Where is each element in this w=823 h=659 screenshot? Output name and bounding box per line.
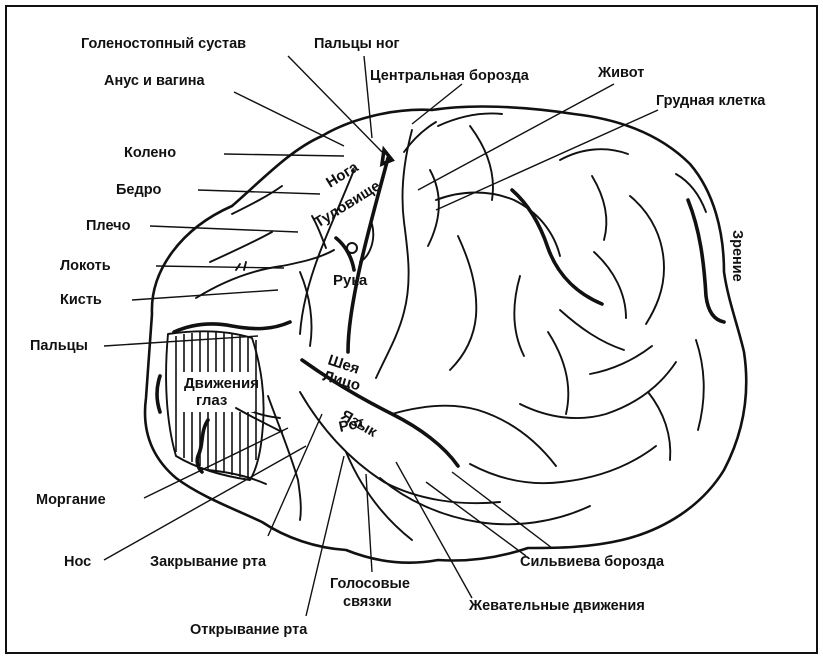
frontal-fold: [236, 262, 246, 270]
leader-fingers: [104, 336, 258, 346]
parietal-fold: [438, 114, 502, 127]
leader-elbow: [156, 266, 284, 268]
parietal-fold: [548, 332, 568, 414]
label-toes: Пальцы ног: [314, 36, 400, 52]
parietal-fold: [560, 149, 628, 160]
label-elbow: Локоть: [60, 258, 111, 274]
gyrus-knot: [347, 243, 357, 253]
frontal-sulcus: [174, 322, 290, 332]
label-mouth-closing: Закрывание рта: [150, 554, 267, 570]
leader-shoulder: [150, 226, 298, 232]
label-central-sulcus: Центральная борозда: [370, 68, 530, 84]
parietal-fold: [450, 236, 476, 370]
label-shoulder: Плечо: [86, 218, 131, 234]
sylvian-branch: [392, 406, 556, 466]
parietal-fold: [514, 276, 524, 356]
parietal-fold: [592, 176, 606, 240]
occipital-fold: [696, 340, 704, 430]
leader-chest: [436, 110, 658, 210]
label-abdomen: Живот: [597, 65, 644, 81]
region-leg: Нога: [323, 158, 362, 191]
eye-sulcus: [157, 376, 160, 412]
label-ankle: Голеностопный сустав: [81, 36, 246, 52]
label-hip: Бедро: [116, 182, 162, 198]
parietal-fold: [594, 252, 626, 318]
temporal-fold: [346, 452, 412, 540]
parietal-fold: [376, 130, 412, 378]
leader-sylvian: [426, 482, 526, 556]
label-vocal-cords-line1: Голосовые: [330, 576, 410, 592]
leader-mouth-opening: [306, 456, 344, 616]
temporal-fold: [520, 362, 676, 418]
region-arm: Рука: [333, 272, 368, 289]
label-wrist: Кисть: [60, 292, 102, 308]
frontal-fold: [210, 232, 272, 262]
parietal-fold: [630, 196, 664, 324]
label-blinking: Моргание: [36, 492, 106, 508]
label-sylvian-fissure: Сильвиева борозда: [520, 554, 665, 570]
region-eye-movements-line2: глаз: [196, 392, 227, 409]
label-mouth-opening: Открывание рта: [190, 622, 308, 638]
leader-lines: [104, 56, 658, 616]
label-anus-vagina: Анус и вагина: [104, 73, 205, 89]
eye-sulcus: [197, 420, 208, 472]
temporal-fold: [470, 446, 656, 483]
label-chewing: Жевательные движения: [468, 598, 645, 614]
leader-nose: [104, 446, 306, 560]
label-nose: Нос: [64, 554, 91, 570]
leader-hip: [198, 190, 320, 194]
leader-knee: [224, 154, 344, 156]
label-vocal-cords-line2: связки: [343, 594, 392, 610]
label-knee: Колено: [124, 145, 176, 161]
leader-mouth-closing: [268, 414, 322, 536]
leader-anus: [234, 92, 344, 146]
leader-central-sulcus: [412, 84, 462, 124]
parietal-fold: [590, 346, 652, 374]
label-fingers: Пальцы: [30, 338, 88, 354]
label-chest: Грудная клетка: [656, 93, 766, 109]
eye-sulcus: [236, 408, 282, 432]
leader-ankle: [288, 56, 382, 152]
temporal-fold: [380, 478, 590, 524]
external-labels: Голеностопный сустав Пальцы ног Анус и в…: [30, 36, 766, 638]
parietal-fold: [560, 310, 624, 350]
region-eye-movements-line1: Движения: [184, 375, 259, 392]
label-vision: Зрение: [729, 230, 745, 282]
